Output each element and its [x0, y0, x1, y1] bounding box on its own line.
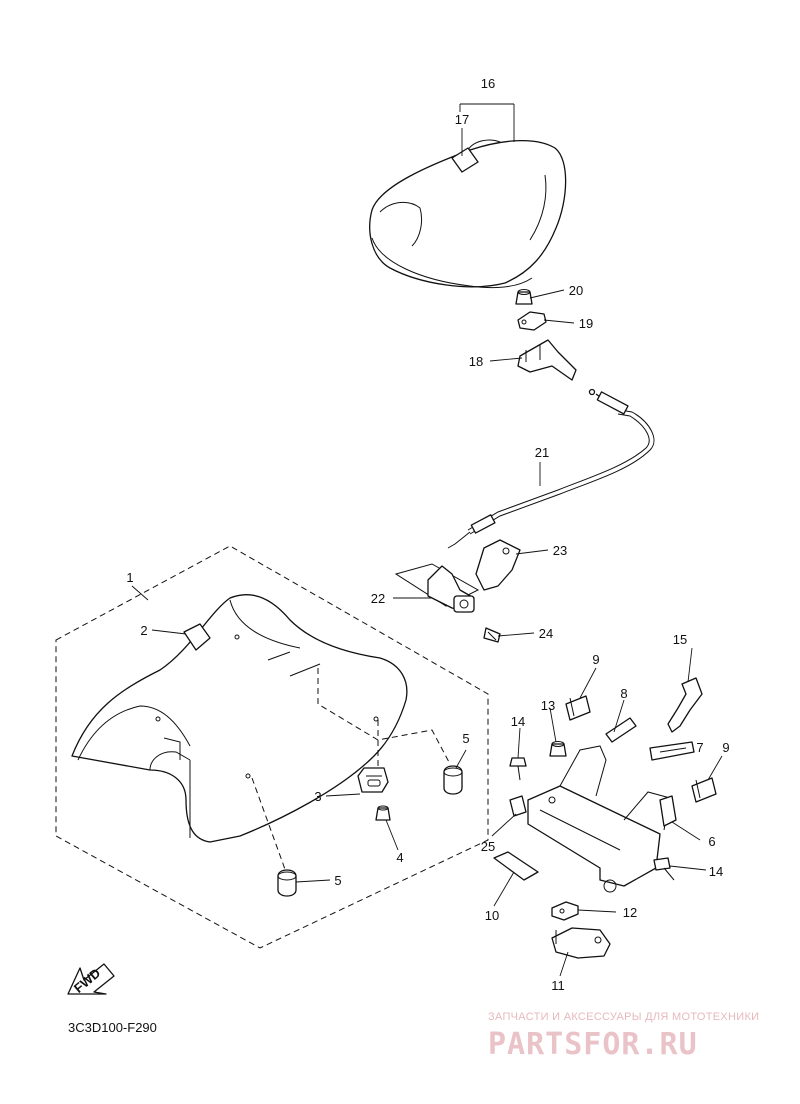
seat-lock-hook: [517, 339, 577, 381]
callout-23: 23: [553, 543, 567, 558]
seat-emblem-2: [183, 623, 211, 651]
callout-17: 17: [455, 112, 469, 127]
passenger-seat: [369, 139, 567, 289]
damper-6: [659, 795, 677, 827]
strip-7: [649, 741, 695, 761]
seat-lock: [394, 563, 480, 613]
watermark-tagline: ЗАПЧАСТИ И АКСЕССУАРЫ ДЛЯ МОТОТЕХНИКИ: [488, 1011, 759, 1023]
leader-lines: [131, 103, 723, 977]
seat-assembly-boundary: [55, 545, 489, 949]
callout-2: 2: [140, 623, 147, 638]
seat-emblem: [451, 147, 479, 173]
damper-front: [251, 777, 297, 897]
callout-12: 12: [623, 905, 637, 920]
callout-1: 1: [126, 570, 133, 585]
plate: [517, 311, 547, 331]
seat-lock-bracket: [475, 539, 521, 591]
callout-14a: 14: [511, 714, 525, 729]
nut: [515, 289, 533, 305]
callout-10: 10: [485, 908, 499, 923]
strap-15: [667, 677, 703, 733]
lock-hook-11: [551, 927, 611, 959]
rider-seat: [71, 594, 408, 843]
fwd-arrow-icon: FWD: [67, 963, 115, 996]
callout-6: 6: [708, 834, 715, 849]
callout-22: 22: [371, 591, 385, 606]
callout-11: 11: [551, 978, 565, 993]
damper-9b: [691, 777, 717, 803]
bolt-14b: [653, 857, 675, 881]
screw: [483, 627, 501, 643]
callout-19: 19: [579, 316, 593, 331]
callout-18: 18: [469, 354, 483, 369]
callouts: 16 17 20 19 18 21 23 22 24 1 2 3 4 5 5 1…: [126, 76, 729, 993]
seat-bracket: [357, 720, 389, 793]
callout-4: 4: [396, 850, 403, 865]
damper-9a: [565, 695, 591, 721]
callout-8: 8: [620, 686, 627, 701]
collar: [375, 805, 391, 821]
callout-5a: 5: [462, 731, 469, 746]
strip-8: [605, 717, 637, 743]
seat-frame: [527, 745, 671, 893]
diagram-code: 3C3D100-F290: [68, 1020, 157, 1035]
damper-rear: [443, 765, 463, 795]
watermark-logo: PARTSFOR.RU: [488, 1027, 698, 1062]
callout-5b: 5: [334, 873, 341, 888]
nut-13: [549, 741, 567, 757]
callout-24: 24: [539, 626, 553, 641]
callout-15: 15: [673, 632, 687, 647]
seat-lock-cable: [447, 388, 655, 549]
callout-20: 20: [569, 283, 583, 298]
grommet-25: [509, 795, 527, 817]
callout-7: 7: [696, 740, 703, 755]
callout-25: 25: [481, 839, 495, 854]
callout-21: 21: [535, 445, 549, 460]
callout-13: 13: [541, 698, 555, 713]
callout-3: 3: [314, 789, 321, 804]
callout-9a: 9: [592, 652, 599, 667]
callout-9b: 9: [722, 740, 729, 755]
seal-10: [493, 851, 539, 881]
mount-guide: [317, 668, 451, 765]
plate-12: [551, 901, 579, 921]
bolt-14a: [509, 757, 527, 781]
callout-16: 16: [481, 76, 495, 91]
callout-14b: 14: [709, 864, 723, 879]
